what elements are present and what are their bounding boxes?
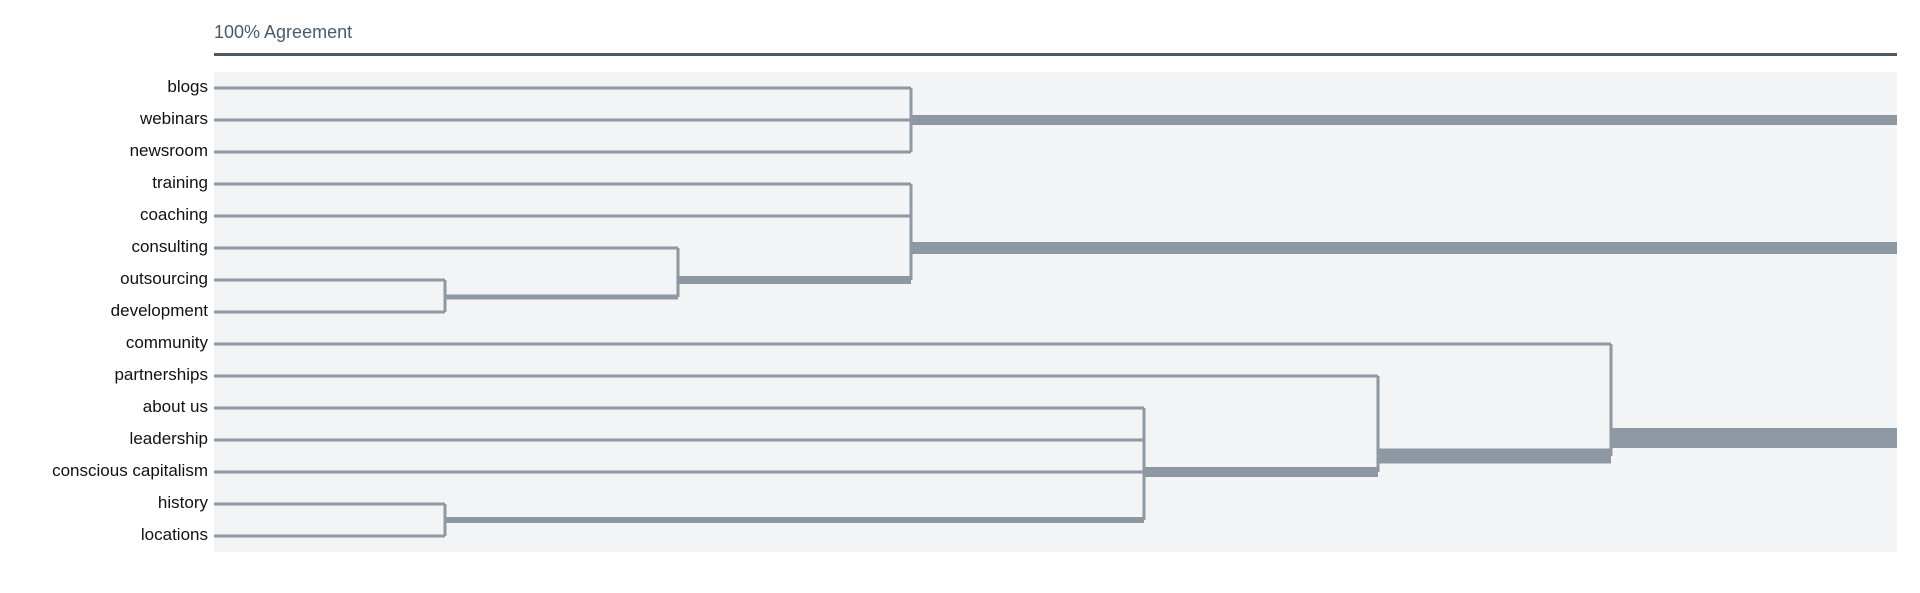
leaf-label-training: training [152, 173, 208, 192]
leaf-label-history: history [157, 493, 208, 512]
leaf-label-conscious-capitalism: conscious capitalism [52, 461, 208, 480]
leaf-label-leadership: leadership [129, 429, 208, 448]
leaf-label-about-us: about us [142, 397, 208, 416]
leaf-label-blogs: blogs [167, 77, 208, 96]
leaf-label-partnerships: partnerships [114, 365, 208, 384]
leaf-label-development: development [110, 301, 208, 320]
leaf-labels: blogs webinars newsroom training coaching con… [0, 0, 208, 593]
leaf-label-webinars: webinars [139, 109, 208, 128]
leaf-label-consulting: consulting [131, 237, 208, 256]
leaf-label-locations: locations [140, 525, 208, 544]
leaf-label-outsourcing: outsourcing [120, 269, 208, 288]
leaf-label-coaching: coaching [139, 205, 208, 224]
agreement-header-label: 100% Agreement [214, 22, 353, 42]
leaf-label-newsroom: newsroom [129, 141, 208, 160]
leaf-label-community: community [125, 333, 208, 352]
agreement-axis-rule [214, 53, 1897, 56]
